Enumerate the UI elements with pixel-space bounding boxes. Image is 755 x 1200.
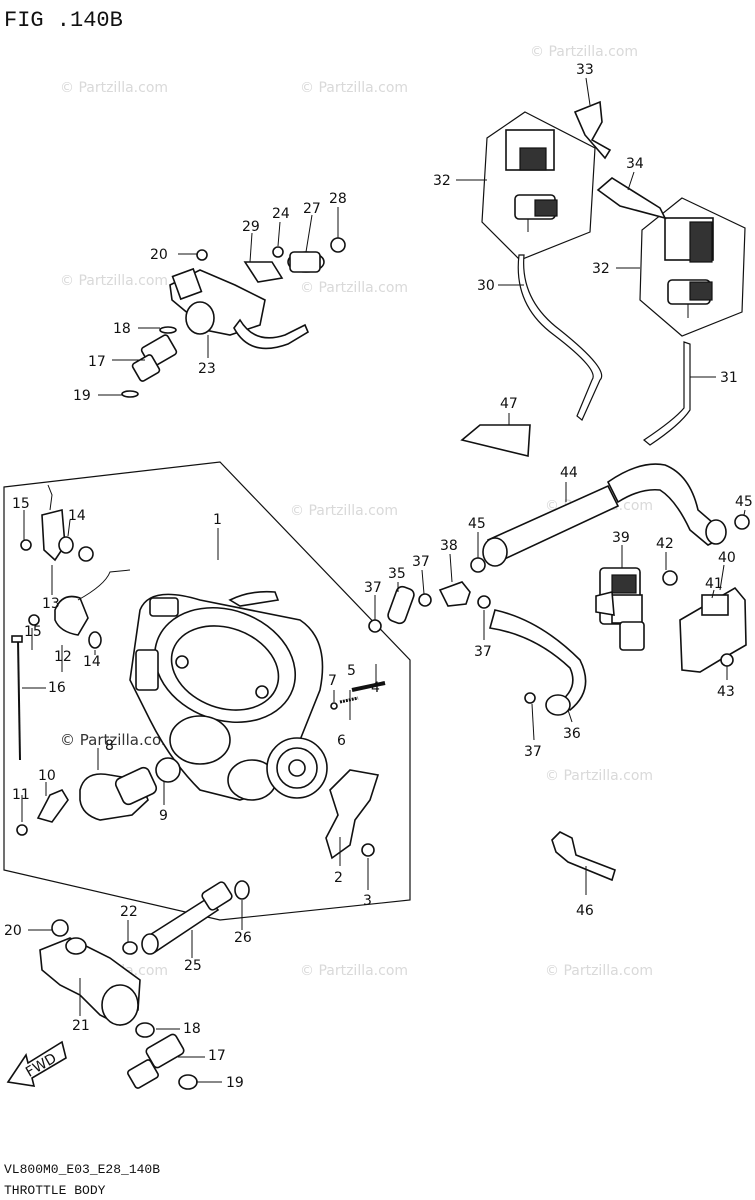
callout-44: 44: [560, 465, 578, 481]
callout-21: 21: [72, 1018, 90, 1034]
bracket-46: [551, 831, 616, 895]
callout-2: 2: [334, 870, 343, 886]
callout-45b: 45: [735, 494, 753, 510]
watermark: © Partzilla.com: [545, 963, 653, 979]
watermark: © Partzilla.com: [300, 280, 408, 296]
callout-11: 11: [12, 787, 30, 803]
callout-lines-upper-left: [98, 207, 339, 396]
watermark: © Partzilla.com: [530, 44, 638, 60]
hose-solenoid-assembly: [368, 463, 750, 716]
callout-8: 8: [105, 738, 114, 754]
throttle-sensors: [11, 484, 181, 836]
pressure-sensor-assembly: [481, 100, 746, 446]
callout-38: 38: [440, 538, 458, 554]
callout-7: 7: [328, 673, 337, 689]
throttle-body-frame: [3, 461, 411, 921]
callout-lines-throttle: [21, 510, 377, 890]
throttle-body: [129, 590, 328, 801]
callout-14b: 14: [83, 654, 101, 670]
lower-fuel-rail-assembly: [39, 880, 250, 1090]
callout-9: 9: [159, 808, 168, 824]
fwd-arrow: FWD: [6, 1040, 67, 1087]
throttle-right-parts: [325, 681, 386, 860]
callout-33: 33: [576, 62, 594, 78]
callout-14: 14: [68, 508, 86, 524]
callout-19b: 19: [226, 1075, 244, 1091]
upper-fuel-rail-assembly: [121, 237, 346, 398]
callout-19: 19: [73, 388, 91, 404]
callout-47: 47: [500, 396, 518, 412]
callout-3: 3: [363, 893, 372, 909]
callout-36: 36: [563, 726, 581, 742]
callout-lines-lower: [28, 900, 243, 1083]
callout-46: 46: [576, 903, 594, 919]
callout-lines-middle-right: [374, 482, 746, 741]
callout-5: 5: [347, 663, 356, 679]
callout-1: 1: [213, 512, 222, 528]
callout-20b: 20: [4, 923, 22, 939]
callout-24: 24: [272, 206, 290, 222]
callout-27: 27: [303, 201, 321, 217]
callout-18b: 18: [183, 1021, 201, 1037]
callout-numbers: 1 2 3 4 5 6 7 8 9 10 11 12 13 14 14 15 1…: [4, 62, 753, 1091]
callout-41: 41: [705, 576, 723, 592]
callout-29: 29: [242, 219, 260, 235]
callout-10: 10: [38, 768, 56, 784]
callout-39: 39: [612, 530, 630, 546]
callout-18: 18: [113, 321, 131, 337]
callout-4: 4: [371, 680, 380, 696]
callout-34: 34: [626, 156, 644, 172]
callout-13: 13: [42, 596, 60, 612]
callout-37d: 37: [524, 744, 542, 760]
callout-30: 30: [477, 278, 495, 294]
figure-code: VL800M0_E03_E28_140B: [4, 1162, 160, 1177]
callout-23: 23: [198, 361, 216, 377]
watermark: © Partzilla.com: [290, 503, 398, 519]
watermark: © Partzilla.com: [300, 80, 408, 96]
callout-37b: 37: [412, 554, 430, 570]
callout-42: 42: [656, 536, 674, 552]
watermark: © Partzilla.com: [60, 273, 168, 289]
callout-28: 28: [329, 191, 347, 207]
callout-22: 22: [120, 904, 138, 920]
callout-35: 35: [388, 566, 406, 582]
callout-15b: 15: [24, 624, 42, 640]
watermark: © Partzilla.com: [60, 731, 176, 749]
callout-20: 20: [150, 247, 168, 263]
callout-32: 32: [433, 173, 451, 189]
figure-title: FIG .140B: [4, 8, 123, 33]
callout-12: 12: [54, 649, 72, 665]
callout-17b: 17: [208, 1048, 226, 1064]
callout-37c: 37: [474, 644, 492, 660]
callout-lines-upper-right: [456, 77, 716, 428]
callout-43: 43: [717, 684, 735, 700]
callout-26: 26: [234, 930, 252, 946]
callout-25: 25: [184, 958, 202, 974]
callout-15: 15: [12, 496, 30, 512]
watermark: © Partzilla.com: [545, 768, 653, 784]
callout-40: 40: [718, 550, 736, 566]
watermark: © Partzilla.com: [300, 963, 408, 979]
callout-31: 31: [720, 370, 738, 386]
label-tag-47: [460, 424, 531, 458]
watermark: © Partzilla.com: [60, 80, 168, 96]
figure-name: THROTTLE BODY: [4, 1183, 106, 1198]
callout-37: 37: [364, 580, 382, 596]
callout-32b: 32: [592, 261, 610, 277]
callout-16: 16: [48, 680, 66, 696]
callout-6: 6: [337, 733, 346, 749]
callout-17: 17: [88, 354, 106, 370]
callout-45: 45: [468, 516, 486, 532]
